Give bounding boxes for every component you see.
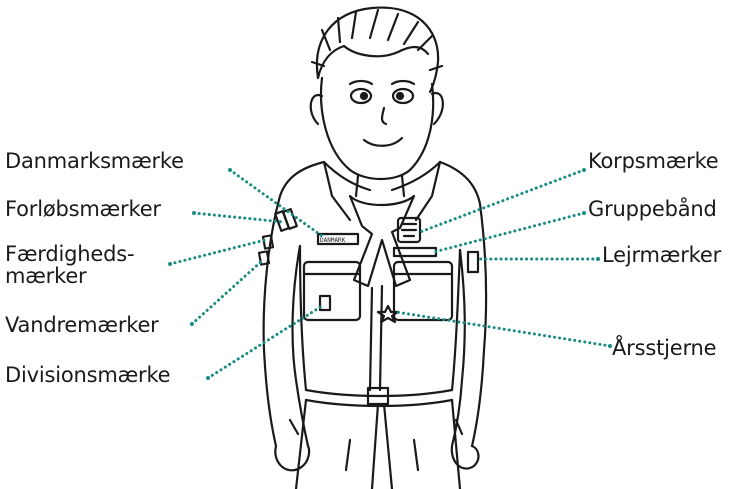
leader-lines xyxy=(170,170,610,378)
arm-badge-1 xyxy=(263,235,273,248)
placket xyxy=(370,286,382,390)
leader-aarsstjerne xyxy=(396,312,610,346)
leader-danmarksmaerke xyxy=(230,170,322,236)
right-pocket xyxy=(394,262,452,320)
label-korpsmaerke: Korpsmærke xyxy=(588,152,719,171)
label-forlobsmaerker: Forløbsmærker xyxy=(5,200,161,219)
label-gruppebaand: Gruppebånd xyxy=(588,200,717,219)
left-pocket xyxy=(304,262,360,320)
label-lejrmaerker: Lejrmærker xyxy=(602,246,721,265)
face-outline xyxy=(321,78,433,179)
left-hand xyxy=(275,446,309,470)
camp-patch xyxy=(468,252,478,272)
label-faerdigheds-line1: Færdigheds- xyxy=(5,245,134,264)
leader-forlobsmaerker xyxy=(194,213,283,222)
label-aarsstjerne: Årsstjerne xyxy=(612,339,716,358)
mouth xyxy=(364,138,402,146)
label-faerdigheds-line2: mærker xyxy=(5,267,86,286)
division-badge xyxy=(320,296,330,310)
shoulder-strip-2 xyxy=(283,209,297,229)
nose xyxy=(382,108,386,124)
leader-korpsmaerke xyxy=(420,170,584,232)
leader-vandremaerker xyxy=(192,260,263,324)
hair xyxy=(312,8,442,92)
right-arm xyxy=(440,162,486,446)
label-danmarksmaerke: Danmarksmærke xyxy=(5,152,184,171)
trousers xyxy=(296,400,460,489)
label-divisionsmaerke: Divisionsmærke xyxy=(5,366,170,385)
leader-faerdigheds xyxy=(170,240,265,264)
leader-dots xyxy=(168,168,612,380)
danmark-strip-text: DANMARK xyxy=(320,237,346,244)
label-vandremaerker: Vandremærker xyxy=(5,316,159,335)
collar xyxy=(324,162,440,220)
